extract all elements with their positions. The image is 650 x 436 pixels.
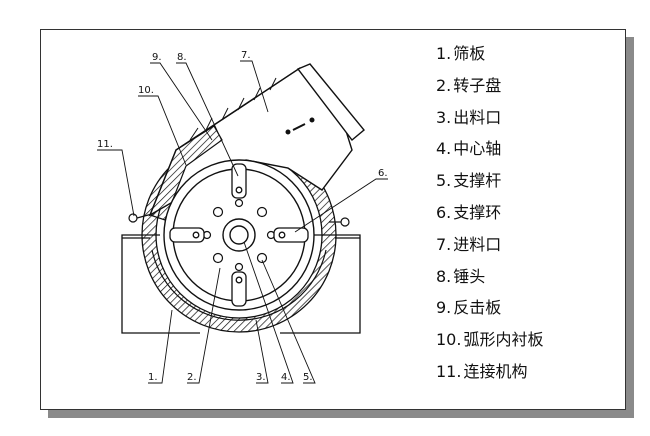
legend-number: 1. — [436, 44, 452, 63]
legend-label: 锤头 — [453, 266, 486, 286]
legend-number: 2. — [436, 75, 452, 95]
legend-item: 7.进料口 — [436, 233, 543, 265]
legend-label: 反击板 — [453, 298, 502, 318]
legend-number: 3. — [436, 107, 452, 127]
legend-label: 连接机构 — [463, 361, 528, 381]
legend-label: 进料口 — [453, 234, 502, 254]
screen-plate — [151, 249, 327, 321]
legend-item: 4.中心轴 — [436, 137, 543, 169]
parts-legend: 1.筛板 2.转子盘 3.出料口 4.中心轴 5.支撑杆 6.支撑环 7.进料口… — [436, 42, 543, 392]
callout-10: 10. — [138, 85, 154, 96]
legend-number: 10. — [436, 330, 462, 350]
callout-1: 1. — [148, 372, 158, 383]
legend-number: 11. — [436, 361, 462, 381]
legend-label: 支撑环 — [453, 202, 502, 222]
legend-item: 5.支撑杆 — [436, 169, 543, 201]
legend-item: 9.反击板 — [436, 296, 543, 328]
callout-2: 2. — [187, 372, 197, 383]
legend-item: 8.锤头 — [436, 265, 543, 297]
legend-label: 中心轴 — [453, 139, 502, 159]
legend-item: 11.连接机构 — [436, 360, 543, 392]
legend-item: 1.筛板 — [436, 42, 543, 74]
legend-number: 9. — [436, 298, 452, 318]
callout-11: 11. — [97, 139, 113, 150]
callout-6: 6. — [378, 168, 388, 179]
callout-8: 8. — [177, 52, 187, 63]
callout-5: 5. — [303, 372, 313, 383]
legend-item: 3.出料口 — [436, 106, 543, 138]
hammers — [169, 163, 309, 307]
legend-label: 支撑杆 — [453, 171, 502, 191]
legend-number: 7. — [436, 234, 452, 254]
callout-4: 4. — [281, 372, 291, 383]
callout-3: 3. — [256, 372, 266, 383]
callout-7: 7. — [241, 50, 251, 61]
legend-item: 6.支撑环 — [436, 201, 543, 233]
legend-label: 弧形内衬板 — [463, 330, 544, 350]
support-rods — [202, 198, 276, 272]
legend-label: 转子盘 — [453, 75, 502, 95]
legend-number: 4. — [436, 139, 452, 159]
legend-label: 出料口 — [453, 107, 502, 127]
legend-item: 10.弧形内衬板 — [436, 328, 543, 360]
legend-number: 8. — [436, 266, 452, 286]
leader-lines — [97, 60, 388, 384]
legend-item: 2.转子盘 — [436, 74, 543, 106]
connection-mechanism — [128, 213, 350, 227]
legend-number: 5. — [436, 171, 452, 191]
legend-number: 6. — [436, 202, 452, 222]
callout-9: 9. — [152, 52, 162, 63]
legend-label: 筛板 — [453, 44, 486, 63]
